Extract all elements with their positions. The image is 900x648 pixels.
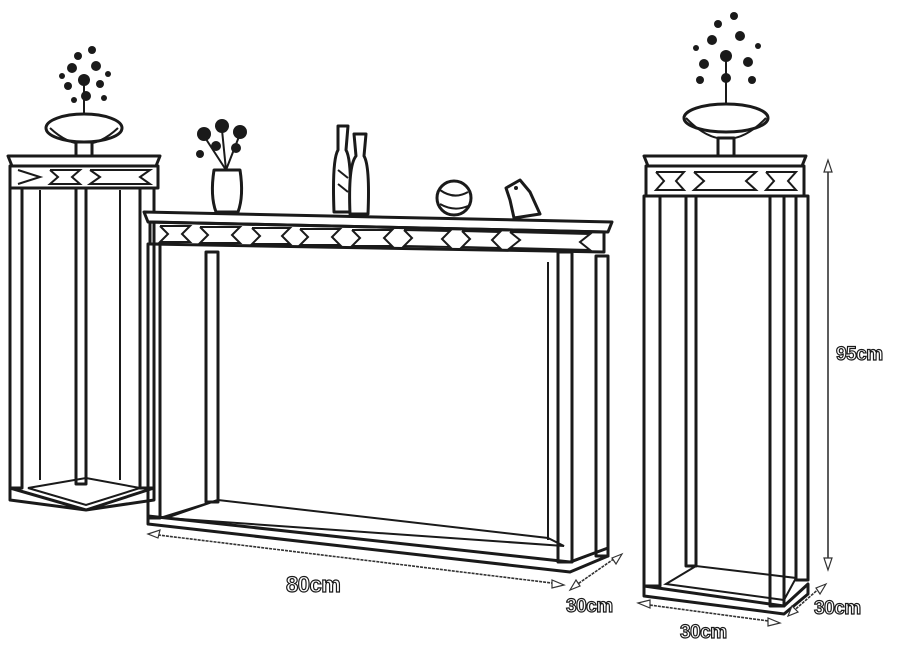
- stand-height-label: 95cm: [835, 343, 883, 365]
- dimension-arrows: [146, 158, 833, 627]
- table-depth-label: 30cm: [565, 595, 613, 617]
- left-plant-stand: [6, 46, 162, 512]
- stand-depth-label: 30cm: [813, 597, 861, 619]
- decor-sphere: [435, 179, 473, 217]
- console-table: [142, 119, 614, 574]
- decor-bird: [504, 178, 542, 220]
- right-plant-stand: [642, 12, 810, 616]
- decor-bottles: [332, 124, 370, 216]
- table-width-label: 80cm: [285, 571, 341, 597]
- stand-width-label: 30cm: [679, 621, 727, 643]
- flower-vase: [196, 119, 247, 214]
